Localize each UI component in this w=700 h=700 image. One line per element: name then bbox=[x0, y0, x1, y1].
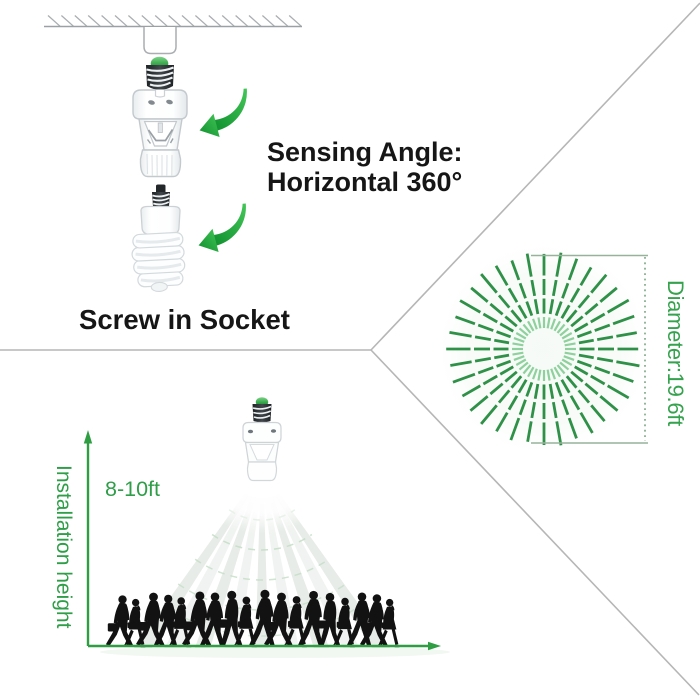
coverage-burst-diagram bbox=[439, 244, 649, 454]
up-arrowhead-icon bbox=[83, 430, 93, 444]
screw-in-socket-caption: Screw in Socket bbox=[79, 304, 290, 335]
curved-arrow-lower-icon bbox=[198, 203, 246, 252]
height-range-label: 8-10ft bbox=[105, 477, 160, 501]
installation-height-label: Installation height bbox=[52, 465, 75, 629]
divider-diagonal-up bbox=[370, 2, 700, 351]
curved-arrow-upper-icon bbox=[199, 88, 247, 137]
installation-height-scene bbox=[83, 397, 450, 658]
right-arrowhead-icon bbox=[428, 641, 441, 651]
diameter-label: Diameter:19.6ft bbox=[663, 280, 688, 426]
burst-halo bbox=[439, 244, 649, 454]
detection-range-arcs bbox=[163, 509, 361, 637]
sensor-adapter bbox=[132, 56, 188, 178]
divider-diagonal-down bbox=[370, 349, 700, 696]
installation-diagram bbox=[44, 15, 302, 293]
ceiling-lamp bbox=[242, 397, 282, 482]
spiral-tube bbox=[131, 231, 186, 293]
burst-rays-icon bbox=[446, 252, 640, 446]
axes bbox=[83, 430, 441, 651]
socket-mounting-box bbox=[143, 27, 177, 55]
sensing-angle-text: Sensing Angle: Horizontal 360° bbox=[267, 137, 463, 197]
crowd-silhouettes bbox=[105, 589, 400, 648]
ceiling-hatching bbox=[47, 15, 302, 27]
cfl-bulb bbox=[131, 184, 186, 293]
floor-reflection bbox=[100, 646, 450, 658]
dimension-ticks bbox=[531, 254, 648, 444]
